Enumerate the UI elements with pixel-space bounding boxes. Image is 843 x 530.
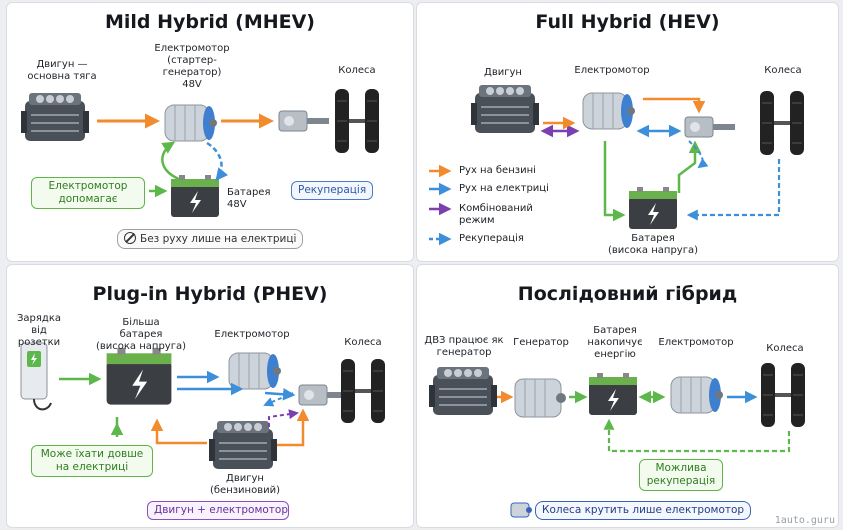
wheels-icon xyxy=(760,362,806,428)
no-entry-icon xyxy=(124,232,136,244)
motor-small-icon xyxy=(510,502,532,518)
fuel-flow-arrow xyxy=(643,97,706,114)
regen-arrow xyxy=(603,418,791,453)
legend-item-regen: Рекуперація xyxy=(459,233,524,244)
panel-title: Full Hybrid (HEV) xyxy=(535,11,720,33)
hev-diagram xyxy=(470,84,805,229)
watermark: 1auto.guru xyxy=(774,515,835,526)
phev-diagram xyxy=(20,342,386,470)
engine-label: Двигун — основна тяга xyxy=(27,59,97,82)
legend-item-electric: Рух на електриці xyxy=(459,183,549,194)
wheels-label: Колеса xyxy=(766,343,804,354)
generator-icon xyxy=(514,378,566,418)
series-diagram xyxy=(428,362,806,518)
electric-motor-icon xyxy=(228,352,282,390)
panel-title: Mild Hybrid (MHEV) xyxy=(105,11,315,33)
wall-charger-icon xyxy=(20,342,52,411)
no-ev-note: Без руху лише на електриці xyxy=(117,229,304,249)
wheels-icon xyxy=(334,88,380,154)
panel-phev: Plug-in Hybrid (PHEV) Зарядка від розетк… xyxy=(6,264,414,528)
hev-legend-swatches xyxy=(429,164,452,246)
engine-icon xyxy=(20,92,90,142)
mhev-diagram xyxy=(20,88,380,217)
panel-title: Послідовний гібрид xyxy=(517,283,738,305)
legend-item-combined: Комбінований режим xyxy=(459,203,533,226)
fuel-charge-arrow xyxy=(150,418,207,445)
legend-item-fuel: Рух на бензині xyxy=(459,165,536,176)
series-note: Колеса крутить лише електромотор xyxy=(535,501,752,520)
combo-tag: Двигун + електромотор xyxy=(147,501,289,520)
battery-label: Більша батарея (висока напруга) xyxy=(95,317,186,352)
battery-icon xyxy=(589,373,637,415)
electric-motor-icon xyxy=(670,376,724,414)
electric-motor-icon xyxy=(164,104,218,142)
battery-icon xyxy=(106,347,172,405)
wheels-label: Колеса xyxy=(344,337,382,348)
electric-flow-arrow xyxy=(264,388,296,401)
battery-label: Батарея накопичує енергію xyxy=(587,325,643,360)
assist-arrow xyxy=(161,141,180,181)
ice-label: ДВЗ працює як генератор xyxy=(424,335,504,358)
wheels-label: Колеса xyxy=(338,65,376,76)
battery-label: Батарея 48V xyxy=(227,187,271,210)
engine-icon xyxy=(208,420,278,470)
engine-label: Двигун xyxy=(484,67,522,78)
assist-tag: Електромотор допомагає xyxy=(31,177,145,209)
wheels-label: Колеса xyxy=(764,65,802,76)
charger-label: Зарядка від розетки xyxy=(17,313,61,348)
regen-arrow xyxy=(686,159,781,221)
regen-arrow xyxy=(263,392,294,407)
motor-label: Електромотор xyxy=(574,65,650,76)
engine-icon xyxy=(428,366,498,416)
gearbox-icon xyxy=(278,110,330,132)
panel-mhev: Mild Hybrid (MHEV) Двигун — основна тяга… xyxy=(6,2,414,262)
wheels-icon xyxy=(340,358,386,424)
combined-flow-arrow xyxy=(268,409,299,427)
ev-range-tag: Може їхати довше на електриці xyxy=(31,445,153,477)
battery-link-arrow xyxy=(603,141,626,222)
engine-label: Двигун (бензиновий) xyxy=(209,473,281,496)
battery-link-arrow xyxy=(677,140,702,193)
generator-label: Генератор xyxy=(513,337,569,348)
battery-icon xyxy=(171,175,219,217)
panel-hev: Full Hybrid (HEV) Двигун Електромотор Ко… xyxy=(416,2,839,262)
fuel-flow-arrow xyxy=(277,408,310,447)
panel-title: Plug-in Hybrid (PHEV) xyxy=(92,283,328,305)
panel-series: Послідовний гібрид ДВЗ працює як генерат… xyxy=(416,264,839,528)
battery-label: Батарея (висока напруга) xyxy=(607,233,698,256)
no-ev-note-text: Без руху лише на електриці xyxy=(140,233,297,245)
motor-label: Електромотор (стартер- генератор) 48V xyxy=(154,43,230,90)
regen-arrow xyxy=(688,140,709,169)
motor-label: Електромотор xyxy=(658,337,734,348)
regen-tag: Можлива рекуперація xyxy=(639,459,723,491)
regen-arrow xyxy=(206,141,229,181)
regen-tag: Рекуперація xyxy=(291,181,374,200)
motor-label: Електромотор xyxy=(214,329,290,340)
